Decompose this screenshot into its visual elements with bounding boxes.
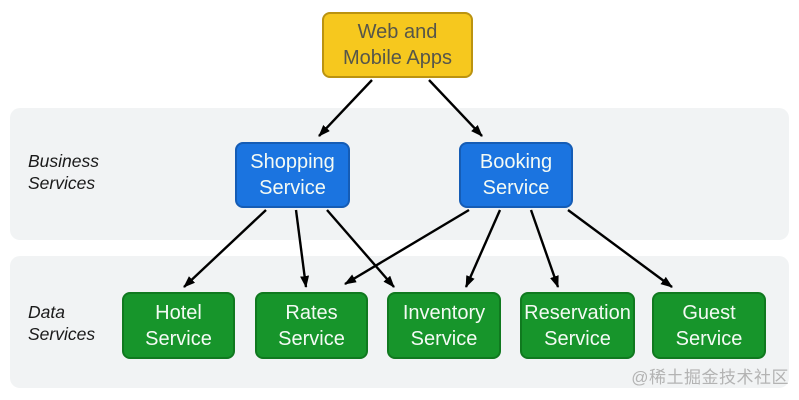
node-label-line: Mobile Apps xyxy=(343,47,452,69)
band-label-line: Services xyxy=(28,324,96,345)
node-label-line: Booking xyxy=(479,151,553,173)
node-label-line: Guest xyxy=(682,301,736,324)
business-services-label: Business Services xyxy=(28,150,99,195)
node-label-line: Reservation xyxy=(524,301,631,324)
node-label-line: Hotel xyxy=(155,301,202,324)
business-services-band xyxy=(10,108,789,240)
node-label-line: Service xyxy=(278,327,345,350)
band-label-line: Data xyxy=(28,302,65,322)
node-label-line: Service xyxy=(482,177,550,199)
node-label-line: Service xyxy=(259,177,326,199)
band-label-line: Business xyxy=(28,151,100,171)
node-rates-service: Rates Service xyxy=(255,292,368,359)
node-reservation-service: Reservation Service xyxy=(520,292,635,359)
band-label-line: Services xyxy=(28,173,96,194)
node-label-line: Service xyxy=(675,327,743,350)
node-label-line: Inventory xyxy=(402,301,486,324)
node-label-line: Shopping xyxy=(250,151,335,173)
node-hotel-service: Hotel Service xyxy=(122,292,235,359)
node-label-line: Web and xyxy=(357,21,438,43)
node-inventory-service: Inventory Service xyxy=(387,292,501,359)
node-booking-service: Booking Service xyxy=(459,142,573,208)
node-label-line: Rates xyxy=(285,301,338,324)
node-guest-service: Guest Service xyxy=(652,292,766,359)
node-shopping-service: Shopping Service xyxy=(235,142,350,208)
watermark: @稀土掘金技术社区 xyxy=(631,368,789,387)
node-label-line: Service xyxy=(544,327,611,350)
node-web-mobile-apps: Web and Mobile Apps xyxy=(322,12,473,78)
node-label-line: Service xyxy=(410,327,478,350)
data-services-label: Data Services xyxy=(28,301,95,346)
node-label-line: Service xyxy=(145,327,212,350)
